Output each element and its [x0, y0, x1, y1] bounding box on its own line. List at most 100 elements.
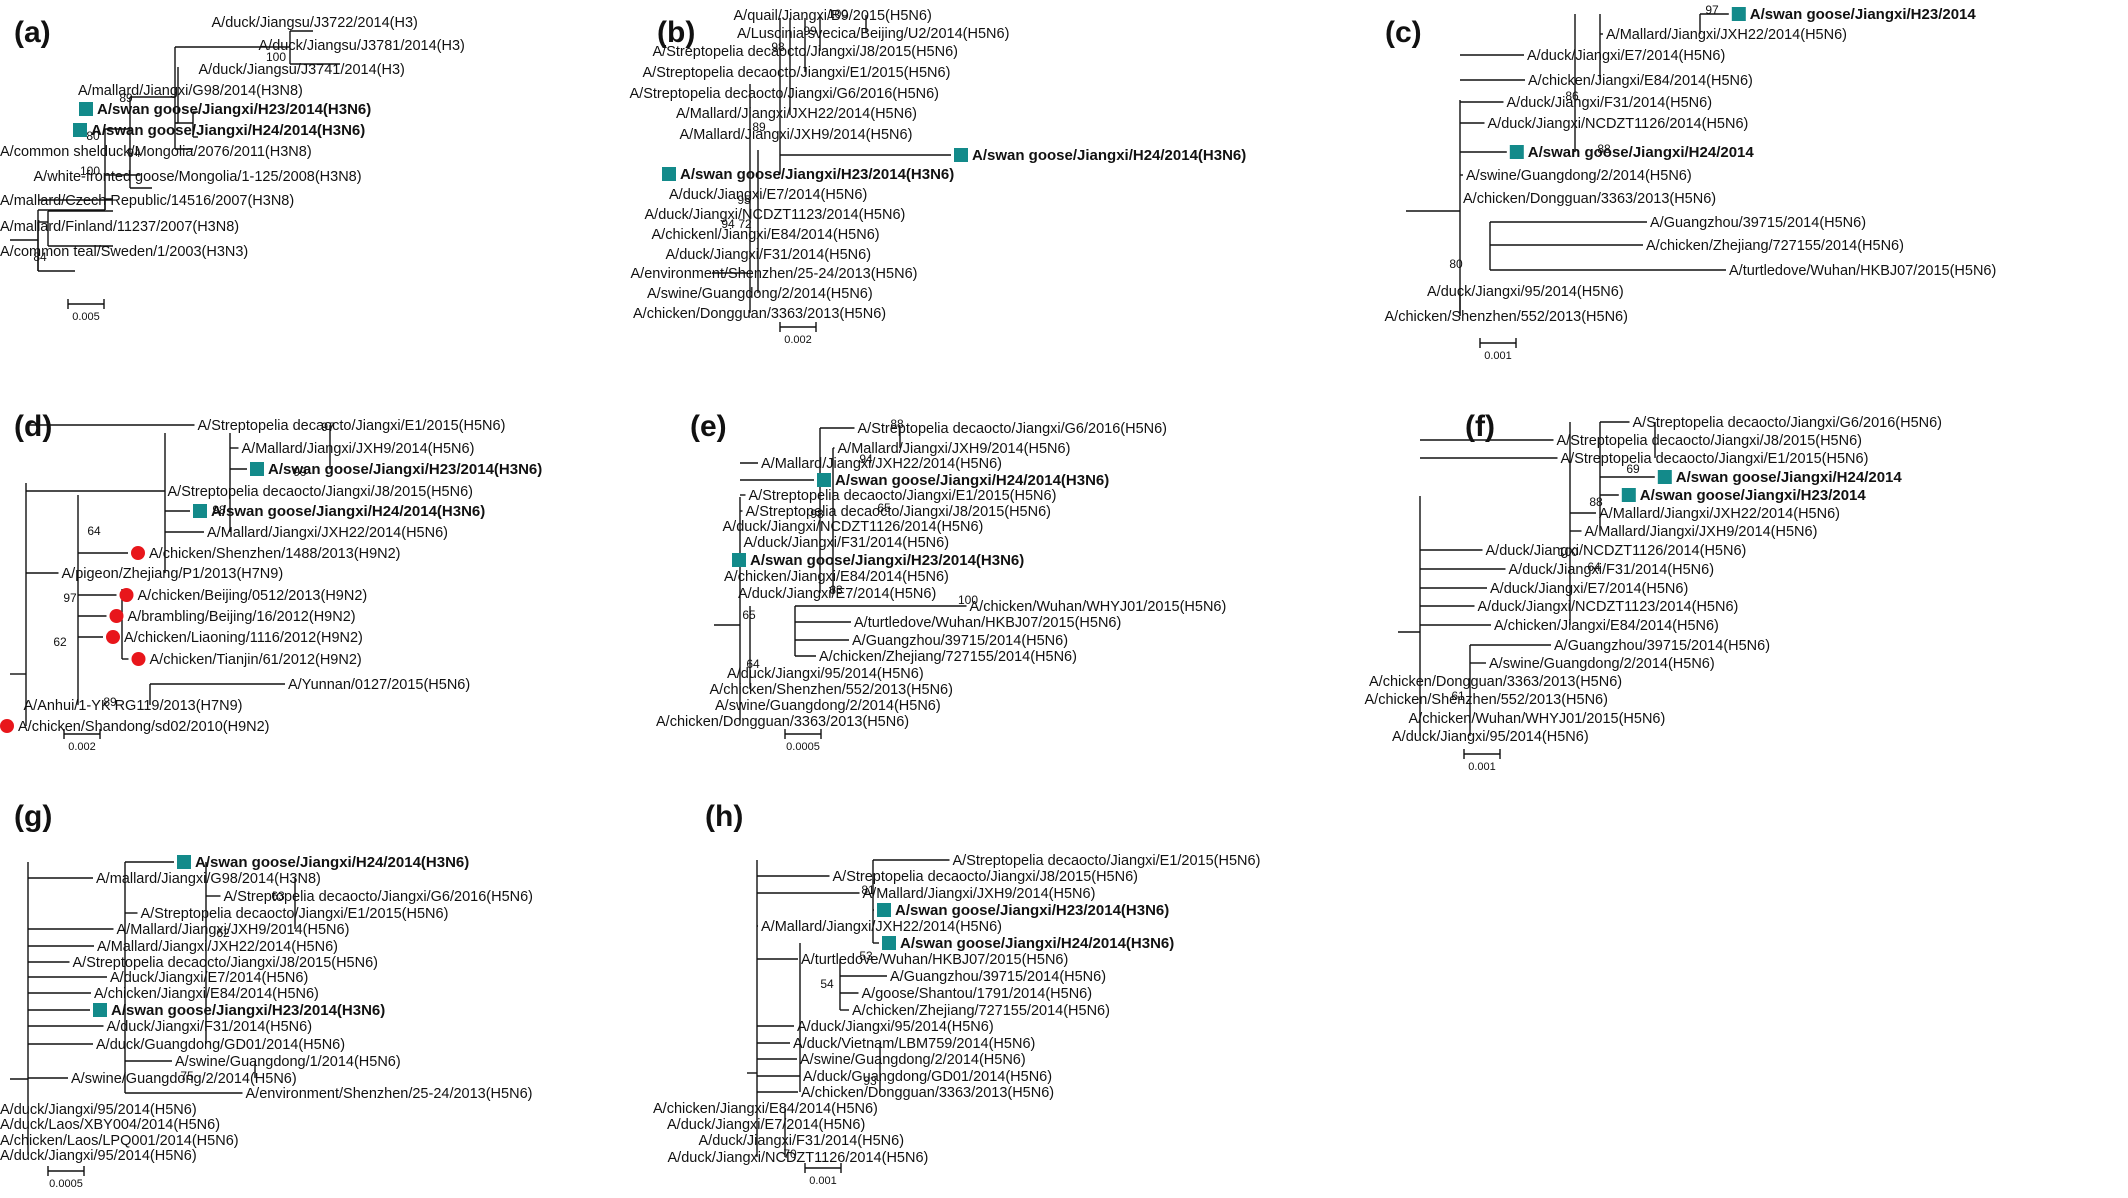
strain-label: A/duck/Guangdong/GD01/2014(H5N6) — [96, 1037, 345, 1053]
strain-label: A/swine/Guangdong/2/2014(H5N6) — [715, 698, 941, 714]
strain-label: A/Mallard/Jiangxi/JXH22/2014(H5N6) — [207, 525, 448, 541]
strain-label: A/chicken/Dongguan/3363/2013(H5N6) — [656, 714, 909, 730]
strain-marker-square — [79, 102, 93, 116]
strain-label: A/Mallard/Jiangxi/JXH9/2014(H5N6) — [1585, 524, 1818, 540]
strain-label: A/Mallard/Jiangxi/JXH22/2014(H5N6) — [97, 939, 338, 955]
strain-label: A/duck/Jiangxi/95/2014(H5N6) — [797, 1019, 994, 1035]
panel-label: (b) — [657, 16, 695, 49]
strain-label: A/swine/Guangdong/2/2014(H5N6) — [647, 286, 873, 302]
panel-label: (f) — [1465, 410, 1495, 443]
strain-marker-square — [250, 462, 264, 476]
bootstrap-value: 89 — [752, 120, 766, 134]
strain-label: A/Streptopelia decaocto/Jiangxi/E1/2015(… — [1561, 451, 1869, 467]
strain-label: A/duck/Jiangxi/F31/2014(H5N6) — [744, 535, 950, 551]
bootstrap-value: 99 — [293, 465, 307, 479]
strain-label: A/Streptopelia decaocto/Jiangxi/J8/2015(… — [653, 44, 958, 60]
scale-bar-label: 0.001 — [809, 1175, 837, 1187]
strain-marker-square — [93, 1003, 107, 1017]
strain-label: A/swan goose/Jiangxi/H24/2014(H3N6) — [91, 122, 365, 139]
strain-label: A/Mallard/Jiangxi/JXH9/2014(H5N6) — [680, 127, 913, 143]
strain-label: A/mallard/Czech Republic/14516/2007(H3N8… — [0, 193, 294, 209]
strain-label: A/Mallard/Jiangxi/JXH9/2014(H5N6) — [117, 922, 350, 938]
strain-label: A/swan goose/Jiangxi/H23/2014(H3N6) — [750, 552, 1024, 569]
bootstrap-value: 93 — [863, 1074, 877, 1088]
strain-label: A/swan goose/Jiangxi/H23/2014(H3N6) — [268, 461, 542, 478]
tree-panel-g: (g)A/swan goose/Jiangxi/H24/2014(H3N6)A/… — [0, 800, 533, 1190]
bootstrap-value: 95 — [737, 193, 751, 207]
strain-label: A/duck/Jiangxi/F31/2014(H5N6) — [1507, 95, 1713, 111]
strain-label: A/turtledove/Wuhan/HKBJ07/2015(H5N6) — [854, 615, 1121, 631]
strain-label: A/swine/Guangdong/2/2014(H5N6) — [1466, 168, 1692, 184]
strain-label: A/Guangzhou/39715/2014(H5N6) — [1650, 215, 1866, 231]
scale-bar-label: 0.005 — [72, 311, 100, 323]
bootstrap-value: 94 — [721, 217, 735, 231]
strain-label: A/swan goose/Jiangxi/H24/2014 — [1676, 469, 1903, 486]
bootstrap-value: 100 — [958, 593, 978, 607]
bootstrap-value: 61 — [1451, 689, 1465, 703]
bootstrap-value: 70 — [783, 1147, 797, 1161]
strain-label: A/Luscinia svecica/Beijing/U2/2014(H5N6) — [737, 26, 1009, 42]
strain-label: A/Streptopelia decaocto/Jiangxi/E1/2015(… — [749, 488, 1057, 504]
scale-bar-label: 0.0005 — [786, 741, 820, 753]
tree-panel-h: (h)A/Streptopelia decaocto/Jiangxi/E1/20… — [653, 800, 1260, 1187]
tree-panel-f: (f)A/Streptopelia decaocto/Jiangxi/G6/20… — [1365, 410, 1943, 773]
bootstrap-value: 63 — [271, 889, 285, 903]
strain-label: A/duck/Guangdong/GD01/2014(H5N6) — [803, 1069, 1052, 1085]
strain-label: A/turtledove/Wuhan/HKBJ07/2015(H5N6) — [1729, 263, 1996, 279]
strain-label: A/swan goose/Jiangxi/H24/2014(H3N6) — [835, 472, 1109, 489]
strain-marker-square — [662, 167, 676, 181]
strain-label: A/chicken/Jiangxi/E84/2014(H5N6) — [1494, 618, 1719, 634]
panel-label: (c) — [1385, 16, 1422, 49]
bootstrap-value: 98 — [771, 40, 785, 54]
strain-marker-square — [732, 553, 746, 567]
strain-label: A/goose/Shantou/1791/2014(H5N6) — [862, 986, 1093, 1002]
strain-label: A/chicken/Jiangxi/E84/2014(H5N6) — [724, 569, 949, 585]
scale-bar-label: 0.002 — [68, 741, 96, 753]
strain-label: A/environment/Shenzhen/25-24/2013(H5N6) — [246, 1086, 533, 1102]
bootstrap-value: 64 — [1587, 560, 1601, 574]
strain-label: A/chicken/Shenzhen/552/2013(H5N6) — [710, 682, 953, 698]
strain-label: A/Mallard/Jiangxi/JXH22/2014(H5N6) — [1606, 27, 1847, 43]
strain-label: A/duck/Jiangxi/E7/2014(H5N6) — [738, 586, 936, 602]
strain-label: A/swan goose/Jiangxi/H24/2014(H3N6) — [972, 147, 1246, 164]
panel-label: (a) — [14, 16, 51, 49]
strain-label: A/chicken/Shandong/sd02/2010(H9N2) — [18, 719, 270, 735]
strain-label: A/duck/Jiangxi/E7/2014(H5N6) — [667, 1117, 865, 1133]
bootstrap-value: 97 — [63, 591, 77, 605]
strain-label: A/duck/Jiangxi/E7/2014(H5N6) — [1527, 48, 1725, 64]
panel-label: (d) — [14, 410, 52, 443]
strain-label: A/duck/Jiangxi/F31/2014(H5N6) — [1509, 562, 1715, 578]
bootstrap-value: 64 — [87, 524, 101, 538]
strain-label: A/Streptopelia decaocto/Jiangxi/J8/2015(… — [168, 484, 473, 500]
strain-label: A/swan goose/Jiangxi/H24/2014 — [1528, 144, 1755, 161]
strain-marker-circle — [106, 630, 120, 644]
bootstrap-value: 100 — [266, 50, 286, 64]
strain-label: A/Streptopelia decaocto/Jiangxi/J8/2015(… — [1557, 433, 1862, 449]
strain-label: A/Guangzhou/39715/2014(H5N6) — [1554, 638, 1770, 654]
strain-label: A/Mallard/Jiangxi/JXH22/2014(H5N6) — [676, 106, 917, 122]
strain-label: A/Mallard/Jiangxi/JXH22/2014(H5N6) — [761, 919, 1002, 935]
strain-label: A/mallard/Jiangxi/G98/2014(H3N8) — [96, 871, 321, 887]
strain-label: A/chicken/Wuhan/WHYJ01/2015(H5N6) — [1409, 711, 1666, 727]
strain-label: A/chicken/Liaoning/1116/2012(H9N2) — [124, 630, 363, 646]
strain-label: A/chicken/Dongguan/3363/2013(H5N6) — [1463, 191, 1716, 207]
strain-label: A/swan goose/Jiangxi/H24/2014(H3N6) — [900, 935, 1174, 952]
strain-label: A/chicken/Jiangxi/E84/2014(H5N6) — [1528, 73, 1753, 89]
strain-label: A/swan goose/Jiangxi/H23/2014 — [1750, 6, 1977, 23]
strain-label: A/swan goose/Jiangxi/H23/2014(H3N6) — [680, 166, 954, 183]
strain-label: A/Mallard/Jiangxi/JXH9/2014(H5N6) — [863, 886, 1096, 902]
panel-label: (g) — [14, 800, 52, 833]
strain-marker-circle — [131, 652, 146, 666]
bootstrap-value: 100 — [80, 164, 100, 178]
strain-label: A/swan goose/Jiangxi/H24/2014(H3N6) — [195, 854, 469, 871]
strain-label: A/duck/Vietnam/LBM759/2014(H5N6) — [793, 1036, 1035, 1052]
strain-label: A/Streptopelia decaocto/Jiangxi/J8/2015(… — [73, 955, 378, 971]
strain-marker-square — [73, 123, 87, 137]
strain-label: A/duck/Jiangxi/95/2014(H5N6) — [0, 1102, 197, 1118]
strain-label: A/swan goose/Jiangxi/H23/2014(H3N6) — [111, 1002, 385, 1019]
panel-label: (e) — [690, 410, 727, 443]
strain-label: A/Guangzhou/39715/2014(H5N6) — [890, 969, 1106, 985]
bootstrap-value: 62 — [53, 635, 67, 649]
strain-label: A/chicken/Beijing/0512/2013(H9N2) — [138, 588, 368, 604]
